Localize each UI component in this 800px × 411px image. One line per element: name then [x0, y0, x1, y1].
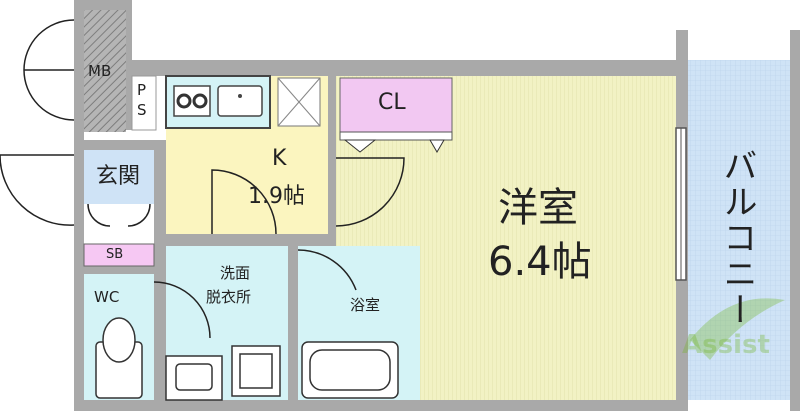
balcony-label: バルコニー — [717, 148, 757, 328]
shoe-box — [83, 243, 155, 267]
kitchen-counter — [165, 75, 321, 129]
western-room-size: 6.4帖 — [488, 239, 592, 285]
washroom-fixtures — [165, 345, 281, 401]
bathtub — [301, 341, 399, 399]
entrance-step — [84, 204, 154, 244]
balcony-floor — [688, 60, 790, 400]
toilet — [95, 317, 143, 399]
entrance-label: 玄関 — [96, 164, 141, 189]
kitchen-size: 1.9帖 — [248, 184, 305, 209]
doors — [0, 19, 405, 339]
entrance-floor — [84, 150, 154, 204]
closet-label: CL — [378, 90, 406, 115]
watermark-logo — [690, 298, 785, 360]
ps-area — [131, 75, 157, 131]
bathroom-label: 浴室 — [350, 296, 381, 314]
washroom-label-2: 脱衣所 — [206, 288, 252, 306]
western-lower-floor — [430, 234, 676, 400]
kitchen-label: K — [272, 146, 287, 171]
western-room-label: 洋室 — [498, 185, 578, 231]
washroom-label-1: 洗面 — [220, 264, 251, 282]
shoe-box-label: SB — [106, 247, 124, 262]
ps-label: PS — [137, 81, 147, 119]
wc-label: WC — [94, 288, 120, 306]
watermark-text: Assist — [682, 330, 770, 360]
closet — [339, 77, 453, 153]
mb-label: MB — [88, 62, 112, 80]
mb-area — [84, 10, 126, 132]
